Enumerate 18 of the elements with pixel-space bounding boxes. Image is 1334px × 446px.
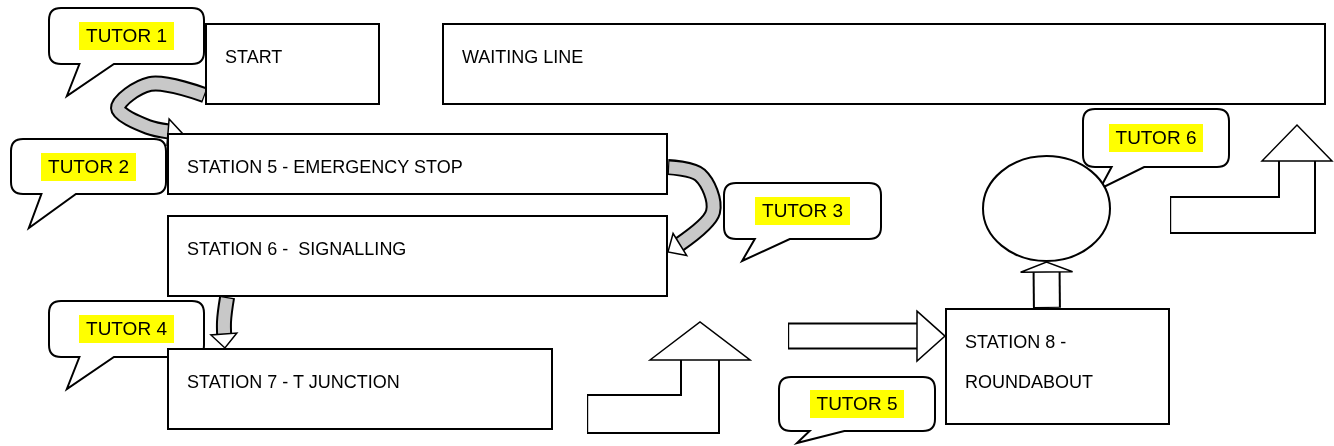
station-box bbox=[945, 308, 1170, 425]
tutor-label: TUTOR 6 bbox=[1108, 124, 1204, 152]
station-label: WAITING LINE bbox=[462, 47, 584, 67]
tutor-label: TUTOR 3 bbox=[755, 197, 850, 225]
station-box bbox=[167, 215, 668, 297]
station-label: STATION 5 - EMERGENCY STOP bbox=[187, 157, 463, 177]
tutor-label: TUTOR 1 bbox=[79, 22, 174, 50]
tutor-label: TUTOR 5 bbox=[809, 390, 905, 418]
station-label: STATION 6 - SIGNALLING bbox=[187, 239, 407, 259]
station-box bbox=[442, 23, 1326, 105]
station-box bbox=[167, 348, 553, 430]
station-box bbox=[205, 23, 380, 105]
station-box bbox=[167, 133, 668, 195]
tutor-label: TUTOR 2 bbox=[41, 152, 136, 181]
station-label: STATION 7 - T JUNCTION bbox=[187, 372, 400, 392]
station-label: STATION 8 - ROUNDABOUT bbox=[965, 332, 1093, 392]
tutor-label: TUTOR 4 bbox=[79, 315, 174, 343]
station-label: START bbox=[225, 47, 283, 67]
